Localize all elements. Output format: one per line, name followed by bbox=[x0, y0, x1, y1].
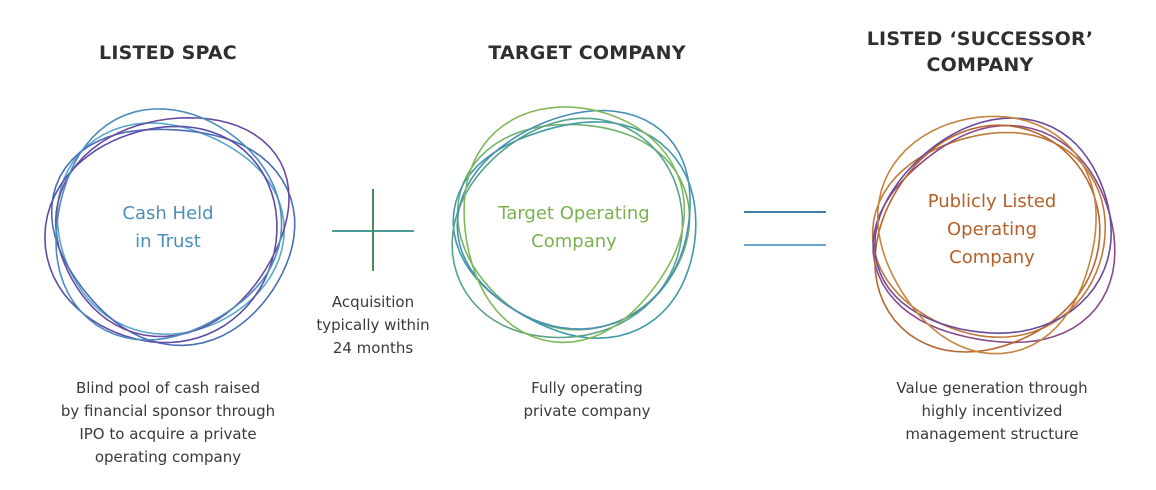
target-heading-line: TARGET COMPANY bbox=[488, 42, 686, 64]
ring-stroke bbox=[56, 122, 286, 336]
ring-stroke bbox=[451, 117, 684, 339]
successor-circle-label-line: Company bbox=[949, 247, 1035, 268]
successor-description-line: Value generation through bbox=[896, 379, 1088, 397]
plus-vertical-line bbox=[372, 189, 374, 271]
target-heading: TARGET COMPANY bbox=[472, 40, 702, 66]
ring-stroke bbox=[452, 121, 697, 340]
spac-circle-label-line: in Trust bbox=[135, 231, 201, 252]
ring-stroke bbox=[50, 128, 296, 347]
ring-stroke bbox=[54, 116, 290, 338]
spac-circle-label-line: Cash Held bbox=[122, 203, 214, 224]
successor-description-line: management structure bbox=[905, 425, 1079, 443]
plus-caption-line: Acquisition bbox=[331, 293, 415, 311]
target-circle-label-line: Target Operating bbox=[498, 203, 650, 224]
target-circle-label-line: Company bbox=[531, 231, 617, 252]
spac-circle-icon bbox=[44, 108, 296, 347]
spac-heading-line: LISTED SPAC bbox=[99, 42, 237, 64]
ring-stroke bbox=[876, 115, 1097, 355]
target-description: Fully operating private company bbox=[487, 377, 687, 423]
target-circle-label: Target Operating Company bbox=[474, 200, 674, 256]
spac-circle-label: Cash Held in Trust bbox=[88, 200, 248, 256]
successor-circle-icon bbox=[871, 115, 1116, 355]
successor-heading-line: LISTED ‘SUCCESSOR’ bbox=[866, 28, 1094, 50]
successor-circle-label: Publicly Listed Operating Company bbox=[902, 188, 1082, 272]
ring-stroke bbox=[44, 125, 278, 344]
successor-heading-line: COMPANY bbox=[926, 54, 1034, 76]
successor-heading: LISTED ‘SUCCESSOR’ COMPANY bbox=[855, 26, 1105, 78]
equals-top-line bbox=[744, 211, 826, 213]
successor-circle-label-line: Publicly Listed bbox=[927, 191, 1057, 212]
plus-caption-line: 24 months bbox=[332, 339, 414, 357]
ring-stroke bbox=[463, 106, 686, 344]
spac-description: Blind pool of cash raised by financial s… bbox=[48, 377, 288, 469]
equals-bottom-line bbox=[744, 244, 826, 246]
ring-stroke bbox=[874, 124, 1101, 353]
plus-caption: Acquisition typically within 24 months bbox=[300, 291, 446, 360]
spac-description-line: IPO to acquire a private bbox=[79, 425, 257, 443]
ring-stroke bbox=[55, 108, 283, 341]
target-description-line: private company bbox=[523, 402, 651, 420]
spac-description-line: operating company bbox=[94, 448, 242, 466]
target-description-line: Fully operating bbox=[531, 379, 643, 397]
plus-caption-line: typically within bbox=[316, 316, 430, 334]
spac-description-line: Blind pool of cash raised bbox=[75, 379, 261, 397]
successor-description: Value generation through highly incentiv… bbox=[872, 377, 1112, 446]
successor-circle-label-line: Operating bbox=[947, 219, 1037, 240]
target-circle-icon bbox=[451, 106, 697, 344]
spac-description-line: by financial sponsor through bbox=[60, 402, 276, 420]
spac-heading: LISTED SPAC bbox=[98, 40, 238, 66]
successor-description-line: highly incentivized bbox=[921, 402, 1063, 420]
